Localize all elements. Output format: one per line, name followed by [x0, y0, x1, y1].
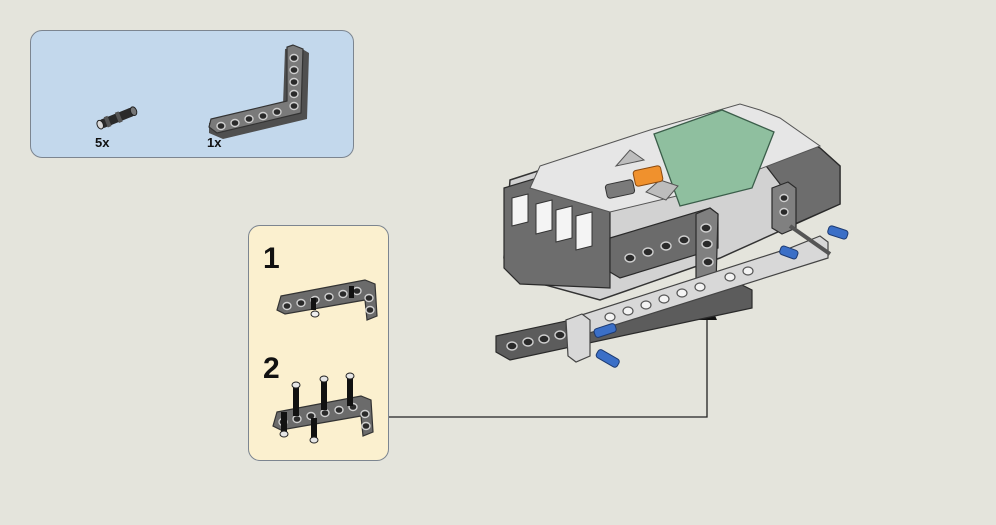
beam-quantity: 1x	[207, 135, 222, 150]
l-shaped-beam-icon	[208, 44, 309, 139]
axle-pin-icon	[96, 106, 138, 130]
sub-assembly-box: 1 2	[248, 225, 389, 461]
nxt-brick-model-illustration	[495, 103, 849, 368]
step-number-1: 1	[263, 242, 280, 275]
step-number-2: 2	[263, 352, 280, 385]
pin-quantity: 5x	[95, 135, 110, 150]
parts-list-box: 5x 1x	[30, 30, 354, 158]
step-1-assembly-illustration	[276, 279, 378, 321]
step-2-assembly-illustration	[272, 372, 374, 444]
